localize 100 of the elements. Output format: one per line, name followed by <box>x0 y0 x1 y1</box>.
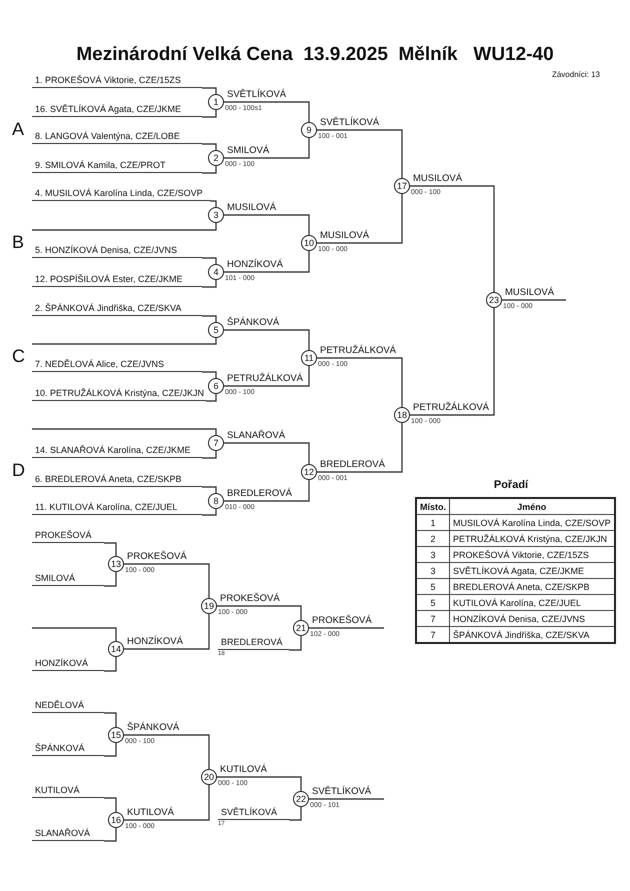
bracket-line <box>210 200 217 207</box>
bracket-line <box>289 636 302 651</box>
match-number-circle: 18 <box>394 407 410 423</box>
competitor-entry: ŠPÁNKOVÁ <box>32 742 104 756</box>
place-cell: 3 <box>416 562 450 578</box>
match-number-circle: 15 <box>108 727 124 743</box>
place-cell: 5 <box>416 594 450 610</box>
competitor-entry: 5. HONZÍKOVÁ Denisa, CZE/JVNS <box>32 244 202 258</box>
match-number-circle: 11 <box>301 350 317 366</box>
winner-name: MUSILOVÁ <box>226 202 278 213</box>
bracket-line <box>202 257 217 264</box>
match-number-circle: 20 <box>201 769 217 785</box>
bracket-line <box>202 110 217 118</box>
winner-name: HONZÍKOVÁ <box>226 259 284 270</box>
bracket-line <box>202 315 217 322</box>
competitor-entry: HONZÍKOVÁ <box>32 657 104 671</box>
competitor-entry: NEDĚLOVÁ <box>32 699 104 713</box>
bracket-line <box>104 542 117 556</box>
winner-name: PROKEŠOVÁ <box>311 615 373 626</box>
pool-letter: A <box>12 119 24 140</box>
bracket-line <box>124 785 210 821</box>
place-cell: 3 <box>416 546 450 562</box>
winner-name: MUSILOVÁ <box>319 230 370 241</box>
match-number-circle: 16 <box>108 812 124 828</box>
winner-name: SMILOVÁ <box>226 145 270 156</box>
bracket-line <box>32 223 217 231</box>
bracket-line <box>224 442 310 464</box>
competitor-entry: 9. SMILOVÁ Kamila, CZE/PROT <box>32 159 202 173</box>
results-heading: Pořadí <box>492 479 530 491</box>
winner-name: PETRUŽÁLKOVÁ <box>412 402 490 413</box>
winner-name: KUTILOVÁ <box>219 764 268 775</box>
match-number-circle: 14 <box>108 641 124 657</box>
bracket-line <box>224 329 310 350</box>
winner-name: MUSILOVÁ <box>504 287 556 298</box>
bracket-line <box>202 166 217 174</box>
bracket-line <box>206 394 217 402</box>
competitor-entry: 10. PETRUŽÁLKOVÁ Kristýna, CZE/JKJN <box>32 387 206 401</box>
bracket-line <box>124 563 210 598</box>
bracket-line <box>309 627 384 629</box>
winner-name: BREDLEROVÁ <box>226 488 293 499</box>
competitor-entry: 7. NEDĚLOVÁ Alice, CZE/JVNS <box>32 358 202 372</box>
bracket-line <box>317 357 403 407</box>
bracket-line <box>104 657 117 672</box>
competitor-entry: 4. MUSILOVÁ Karolína Linda, CZE/SOVP <box>32 187 210 201</box>
place-cell: 5 <box>416 578 450 594</box>
match-number-circle: 5 <box>208 322 224 338</box>
bracket-line <box>502 299 566 301</box>
competitor-entry: 11. KUTILOVÁ Karolína, CZE/JUEL <box>32 501 202 515</box>
winner-name: PETRUŽÁLKOVÁ <box>319 345 398 356</box>
match-number-circle: 12 <box>301 464 317 480</box>
match-number-circle: 17 <box>394 178 410 194</box>
header-cell: Místo. <box>416 498 450 514</box>
competitor-entry: 6. BREDLEROVÁ Aneta, CZE/SKPB <box>32 473 202 487</box>
bracket-line <box>224 138 310 159</box>
bracket-line <box>217 605 302 620</box>
winner-name: SVĚTLÍKOVÁ <box>319 117 380 128</box>
competitor-count: Závodníci: 13 <box>552 70 600 79</box>
bracket-line <box>202 509 217 516</box>
match-number-circle: 19 <box>201 598 217 614</box>
winner-name: ŠPÁNKOVÁ <box>126 722 180 733</box>
bracket-line <box>202 280 217 288</box>
match-number-circle: 21 <box>293 620 309 636</box>
competitor-entry: 8. LANGOVÁ Valentýna, CZE/LOBE <box>32 130 202 144</box>
bracket-line <box>224 251 310 273</box>
bracket-line <box>202 486 217 493</box>
bracket-line <box>104 743 117 757</box>
match-number-circle: 23 <box>486 292 502 308</box>
bracket-line <box>32 338 217 345</box>
competitor-entry: SLANAŘOVÁ <box>32 827 104 841</box>
competitor-entry: 1. PROKEŠOVÁ Viktorie, CZE/15ZS <box>32 74 202 88</box>
match-number-circle: 2 <box>208 150 224 166</box>
competitor-entry: BREDLEROVÁ <box>218 636 289 650</box>
bracket-line <box>202 371 217 378</box>
bracket-line <box>124 614 210 650</box>
winner-name: KUTILOVÁ <box>126 807 175 818</box>
bracket-line <box>289 807 302 821</box>
winner-name: PROKEŠOVÁ <box>126 551 188 562</box>
winner-name: MUSILOVÁ <box>412 173 464 184</box>
bracket-line <box>202 451 217 459</box>
bracket-line <box>32 627 117 641</box>
bracket-line <box>317 194 403 244</box>
competitor-entry: 2. ŠPÁNKOVÁ Jindřiška, CZE/SKVA <box>32 302 202 316</box>
bracket-line <box>124 734 210 769</box>
title: Mezinárodní Velká Cena 13.9.2025 Mělník WU12-40 <box>75 44 555 66</box>
winner-name: HONZÍKOVÁ <box>126 636 184 647</box>
bracket-line <box>104 828 117 842</box>
bracket-line <box>309 798 384 800</box>
place-cell: 7 <box>416 610 450 626</box>
bracket-line <box>217 776 302 791</box>
winner-name: SVĚTLÍKOVÁ <box>226 89 288 100</box>
competitor-entry: SVĚTLÍKOVÁ <box>218 806 289 820</box>
winner-name: SVĚTLÍKOVÁ <box>311 786 372 797</box>
competitor-entry: 16. SVĚTLÍKOVÁ Agata, CZE/JKME <box>32 103 202 117</box>
match-number-circle: 8 <box>208 493 224 509</box>
competitor-entry: PROKEŠOVÁ <box>32 529 104 543</box>
bracket-line <box>410 185 495 292</box>
match-number-circle: 10 <box>301 235 317 251</box>
winner-name: PROKEŠOVÁ <box>219 593 281 604</box>
bracket-line <box>202 87 217 94</box>
competitor-entry: KUTILOVÁ <box>32 784 104 798</box>
